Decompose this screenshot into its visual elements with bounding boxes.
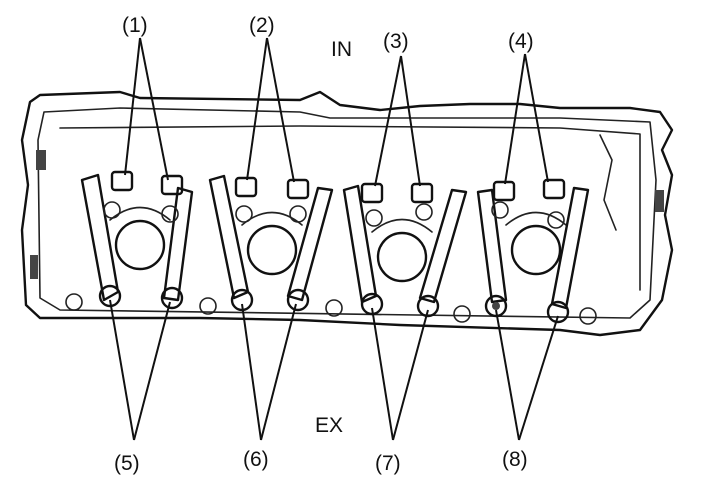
callout-8: (8) (502, 448, 528, 471)
callout-5: (5) (114, 452, 140, 475)
exhaust-leader-lines (109, 299, 559, 441)
callout-2: (2) (249, 14, 275, 37)
rocker-arms (80, 173, 590, 310)
callout-6: (6) (243, 448, 269, 471)
cylinder-head-body (20, 90, 674, 337)
intake-leader-lines (124, 37, 549, 187)
callout-1: (1) (122, 14, 148, 37)
exhaust-pivots (65, 284, 597, 325)
adjusting-screws (103, 201, 565, 229)
callout-4: (4) (508, 30, 534, 53)
exhaust-label: EX (315, 414, 343, 437)
intake-label: IN (331, 38, 352, 61)
callout-7: (7) (375, 452, 401, 475)
intake-valve-caps (110, 170, 566, 204)
spark-plug-bores (109, 206, 567, 283)
callout-3: (3) (383, 30, 409, 53)
